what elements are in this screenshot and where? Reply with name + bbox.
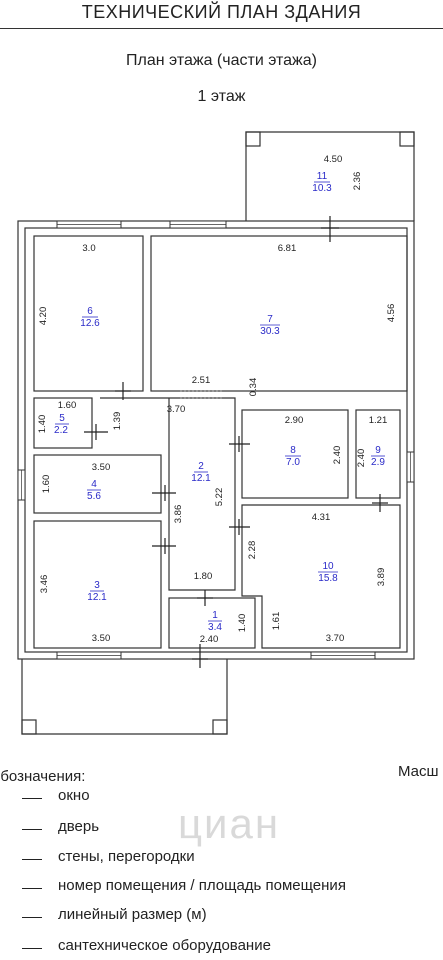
room-7-height: 4.56 xyxy=(386,304,397,323)
room-10-dim-b: 1.61 xyxy=(271,612,282,631)
room-3-height: 3.46 xyxy=(39,575,50,594)
room-7-area: 30.3 xyxy=(260,326,280,337)
room-5-height: 1.40 xyxy=(37,415,48,434)
legend-item-label: дверь xyxy=(58,818,100,835)
room-3-number: 3 xyxy=(94,580,100,591)
room-1-width: 1.80 xyxy=(194,571,213,582)
room-5-area: 2.2 xyxy=(54,425,68,436)
room-8-width: 2.90 xyxy=(285,415,304,426)
outer-wall-outer xyxy=(17,220,415,660)
room-2-height: 5.22 xyxy=(214,488,225,507)
room-10-width: 4.31 xyxy=(312,512,331,523)
room-8-area: 7.0 xyxy=(286,457,300,468)
room-3-outline xyxy=(33,520,162,649)
room-4-area: 5.6 xyxy=(87,491,101,502)
legend-item-label: окно xyxy=(58,787,90,804)
room-1-area: 3.4 xyxy=(208,622,222,633)
room-6-width: 3.0 xyxy=(82,243,95,254)
room-3-width: 3.50 xyxy=(92,633,111,644)
legend-item-label: номер помещения / площадь помещения xyxy=(58,877,346,894)
plan-title: План этажа (части этажа) xyxy=(126,52,317,69)
room-10-dim-a: 2.28 xyxy=(247,541,258,560)
room-7-dim-a: 2.51 xyxy=(192,375,211,386)
room-6-outline xyxy=(33,235,144,392)
terrace-top xyxy=(245,131,415,221)
room-9-width: 1.21 xyxy=(369,415,388,426)
room-10-dim-c: 3.70 xyxy=(326,633,345,644)
document-title: ТЕХНИЧЕСКИЙ ПЛАН ЗДАНИЯ xyxy=(81,2,362,22)
legend-item-label: линейный размер (м) xyxy=(58,906,207,923)
room-7-number: 7 xyxy=(267,314,273,325)
room-2-area: 12.1 xyxy=(191,473,211,484)
room-5-width: 1.60 xyxy=(58,400,77,411)
floor-label: 1 этаж xyxy=(197,88,246,105)
legend-mark xyxy=(22,829,42,830)
title-underline xyxy=(0,28,443,29)
room-1-dim-a: 2.40 xyxy=(200,634,219,645)
room-7-outline xyxy=(150,235,408,392)
room-9-outline xyxy=(355,409,401,499)
room-5-outline xyxy=(33,397,93,449)
room-8-height: 2.40 xyxy=(332,446,343,465)
room-1-number: 1 xyxy=(212,610,218,621)
room-10-height: 3.89 xyxy=(376,568,387,587)
room-7-dim-b: 0.34 xyxy=(248,378,259,397)
room-4-outline xyxy=(33,454,162,514)
floor-plan: 11 10.3 4.50 2.36 6 12.6 3.0 4.20 7 30.3… xyxy=(17,131,415,735)
watermark: циан xyxy=(178,800,281,847)
legend-mark xyxy=(22,798,42,799)
room-8-outline xyxy=(241,409,349,499)
room-2-dim-a: 1.39 xyxy=(112,412,123,431)
room-4-number: 4 xyxy=(91,479,97,490)
room-10-area: 15.8 xyxy=(318,573,338,584)
room-9-height: 2.40 xyxy=(356,449,367,468)
room-9-area: 2.9 xyxy=(371,457,385,468)
room-6-height: 4.20 xyxy=(38,307,49,326)
porch-bottom xyxy=(21,659,228,735)
outer-wall-inner xyxy=(24,227,408,653)
room-11-number: 11 xyxy=(317,171,328,182)
room-2-number: 2 xyxy=(198,461,204,472)
room-11-height: 2.36 xyxy=(352,172,363,191)
legend-mark xyxy=(22,888,42,889)
room-10-outline xyxy=(241,504,401,649)
legend-item-label: сантехническое оборудование xyxy=(58,937,271,954)
room-4-width: 3.50 xyxy=(92,462,111,473)
room-2-width: 3.70 xyxy=(167,404,186,415)
room-6-number: 6 xyxy=(87,306,93,317)
room-4-height: 1.60 xyxy=(41,475,52,494)
scale-label: Масш xyxy=(398,763,439,780)
room-3-area: 12.1 xyxy=(87,592,107,603)
room-8-number: 8 xyxy=(290,445,296,456)
room-6-area: 12.6 xyxy=(80,318,100,329)
room-11-width: 4.50 xyxy=(324,154,343,165)
room-10-number: 10 xyxy=(322,561,334,572)
room-5-number: 5 xyxy=(59,413,65,424)
room-2-dim-b: 3.86 xyxy=(173,505,184,524)
legend-heading: обозначения: xyxy=(0,768,86,785)
room-11-area: 10.3 xyxy=(312,183,332,194)
legend-mark xyxy=(22,859,42,860)
legend-mark xyxy=(22,917,42,918)
room-1-height: 1.40 xyxy=(237,614,248,633)
room-7-width: 6.81 xyxy=(278,243,297,254)
legend-item-label: стены, перегородки xyxy=(58,848,195,865)
room-9-number: 9 xyxy=(375,445,381,456)
legend-mark xyxy=(22,948,42,949)
